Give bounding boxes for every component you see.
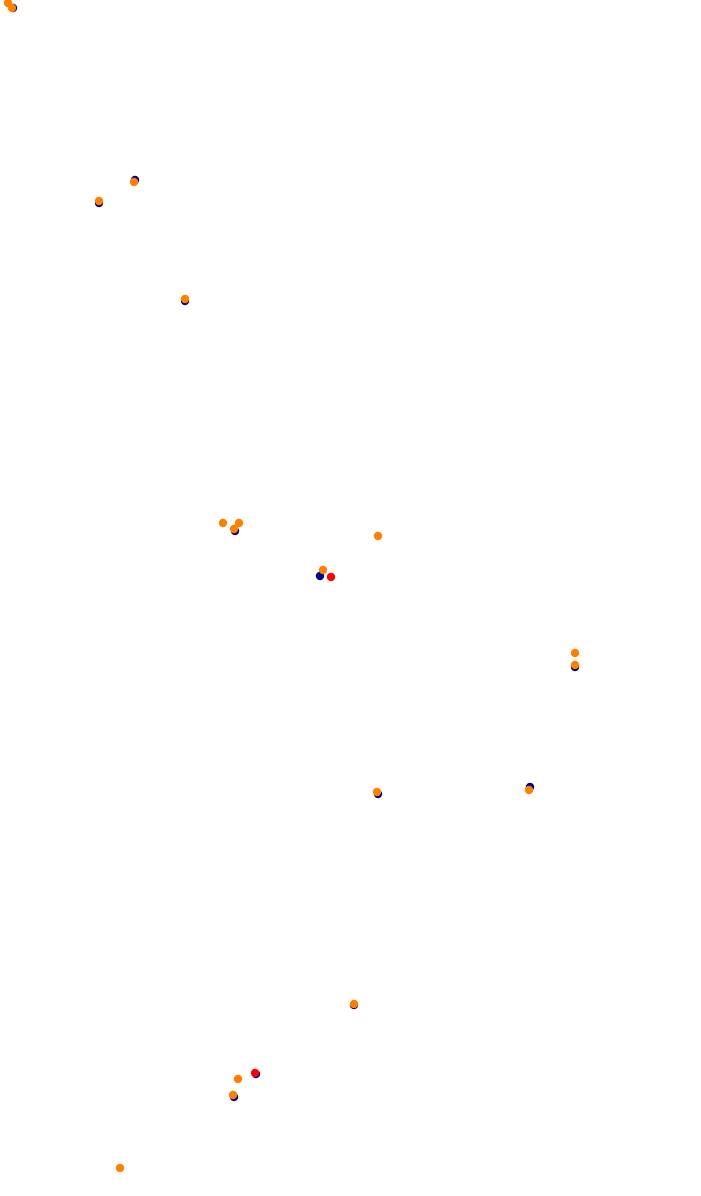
data-point-s2-p13	[372, 787, 382, 797]
data-point-s2-p10	[570, 648, 580, 658]
data-point-s2-p1	[7, 3, 17, 13]
series-0-group	[8, 3, 580, 1102]
data-point-s2-p12	[524, 785, 534, 795]
data-point-s1-p0	[326, 572, 336, 582]
data-point-s2-p3	[94, 196, 104, 206]
data-point-s2-p5	[218, 518, 228, 528]
data-point-s1-p1	[250, 1068, 260, 1078]
data-point-s2-p9	[318, 565, 328, 575]
data-point-s2-p2	[129, 177, 139, 187]
data-point-s2-p17	[115, 1163, 125, 1173]
data-point-s2-p16	[228, 1090, 238, 1100]
data-point-s2-p15	[233, 1074, 243, 1084]
data-point-s2-p7	[229, 524, 239, 534]
data-point-s2-p8	[373, 531, 383, 541]
series-1-group	[250, 572, 336, 1078]
data-point-s2-p6	[234, 518, 244, 528]
data-point-s2-p4	[180, 294, 190, 304]
data-point-s2-p14	[349, 999, 359, 1009]
series-2-group	[3, 0, 580, 1173]
data-point-s2-p11	[570, 660, 580, 670]
